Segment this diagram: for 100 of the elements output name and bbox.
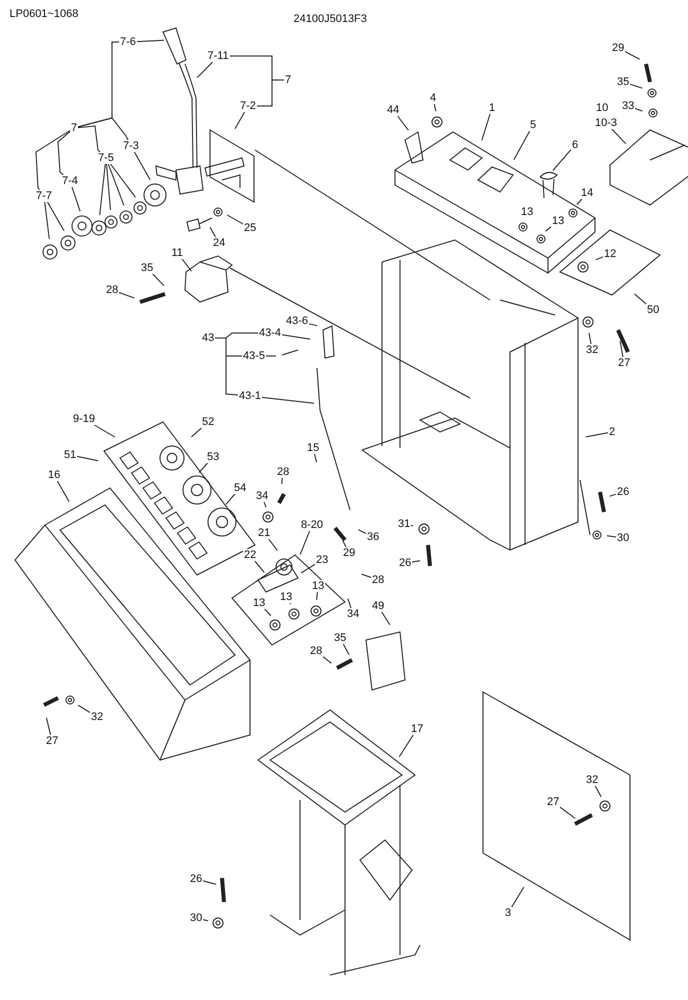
callout-number: 28	[105, 284, 120, 296]
callout-number: 10-3	[594, 117, 618, 129]
leader-line	[225, 494, 236, 505]
leader-line	[620, 340, 624, 358]
callout-number: 43-1	[238, 390, 262, 402]
leader-line	[110, 164, 136, 198]
callout-number: 34	[346, 608, 360, 620]
callout-number: 7-7	[35, 190, 53, 202]
leader-line	[595, 256, 604, 260]
callout-number: 30	[616, 532, 630, 544]
leader-line	[609, 494, 616, 497]
callout-number: 31	[397, 518, 412, 530]
leader-line	[434, 104, 436, 112]
callout-number: 17	[410, 723, 424, 735]
callout-number: 35	[333, 632, 348, 644]
bracket-line	[214, 338, 238, 396]
leader-line	[634, 108, 643, 112]
callout-number: 1	[488, 102, 496, 114]
callout-number: 54	[233, 482, 248, 494]
leader-line	[268, 538, 278, 551]
leader-line	[513, 130, 530, 160]
leader-line	[234, 112, 246, 130]
callout-number: 21	[257, 527, 272, 539]
callout-number: 50	[646, 304, 660, 316]
callout-number: 7-3	[122, 140, 140, 152]
leader-line	[308, 323, 318, 326]
callout-number: 7-5	[97, 152, 115, 164]
callout-number: 10	[595, 102, 610, 114]
leader-line	[511, 886, 524, 908]
callout-number: 7	[70, 122, 78, 134]
leader-line	[398, 734, 414, 758]
callout-number: 30	[189, 912, 204, 924]
leader-line	[576, 198, 582, 205]
callout-number: 24	[212, 237, 226, 249]
leader-line	[314, 454, 317, 463]
callout-number: 43-4	[258, 327, 282, 339]
callout-number: 16	[47, 469, 62, 481]
leader-line	[108, 164, 124, 206]
callout-number: 7-2	[239, 100, 257, 112]
leader-line	[634, 293, 647, 304]
part-range: LP0601~1068	[8, 8, 80, 20]
callout-number: 53	[206, 451, 220, 463]
leader-line	[282, 334, 311, 340]
callout-number: 25	[243, 222, 258, 234]
leader-line	[72, 186, 81, 212]
bracket-line	[57, 131, 70, 176]
callout-number: 8-20	[300, 519, 324, 531]
callout-number: 13	[520, 206, 534, 218]
callout-number: 7-6	[119, 36, 137, 48]
callout-number: 7-4	[61, 175, 79, 187]
callout-number: 4	[429, 92, 438, 104]
leader-line	[264, 502, 266, 508]
callout-number: 22	[243, 549, 258, 561]
leader-line	[76, 456, 99, 462]
leader-line	[347, 598, 352, 608]
leader-line	[560, 806, 576, 819]
callout-number: 28	[309, 645, 324, 657]
leader-line	[254, 560, 265, 573]
leader-line	[182, 258, 192, 272]
leader-line	[606, 535, 616, 538]
leader-line	[202, 880, 217, 885]
leader-line	[210, 226, 216, 238]
callout-number: 33	[621, 100, 636, 112]
callout-number: 13	[551, 215, 566, 227]
bracket-line	[256, 80, 284, 106]
leader-line	[300, 530, 310, 555]
leader-line	[611, 128, 626, 144]
callout-number: 13	[252, 597, 266, 609]
leader-line	[106, 164, 111, 210]
bracket-line	[78, 117, 128, 140]
callout-number: 26	[189, 873, 204, 885]
callout-number: 36	[366, 531, 380, 543]
callout-number: 7-11	[206, 50, 230, 62]
callout-number: 43-6	[285, 315, 310, 327]
leader-line	[588, 332, 592, 344]
callout-number: 15	[306, 442, 320, 454]
leader-line	[78, 704, 90, 714]
leader-line	[342, 644, 350, 656]
callout-number: 7	[284, 74, 292, 86]
callout-number: 32	[585, 774, 600, 786]
leader-line	[624, 51, 640, 60]
callout-number: 26	[616, 486, 630, 498]
leader-line	[47, 202, 64, 232]
callout-number: 34	[255, 490, 270, 502]
leader-line	[190, 428, 202, 438]
callout-number: 3	[504, 907, 512, 919]
leader-line	[552, 149, 572, 171]
callout-number: 35	[140, 262, 154, 274]
leader-line	[134, 152, 151, 180]
callout-number: 2	[608, 426, 616, 438]
callout-number: 52	[201, 416, 216, 428]
callout-number: 27	[617, 357, 632, 369]
bracket-line	[35, 130, 70, 190]
callout-number: 13	[279, 591, 294, 603]
callout-number: 6	[571, 139, 580, 151]
leader-line	[397, 116, 409, 131]
callout-number: 27	[546, 796, 560, 808]
leader-line	[44, 202, 50, 240]
drawing-number: 24100J5013F3	[292, 13, 368, 25]
leader-line	[136, 40, 164, 42]
